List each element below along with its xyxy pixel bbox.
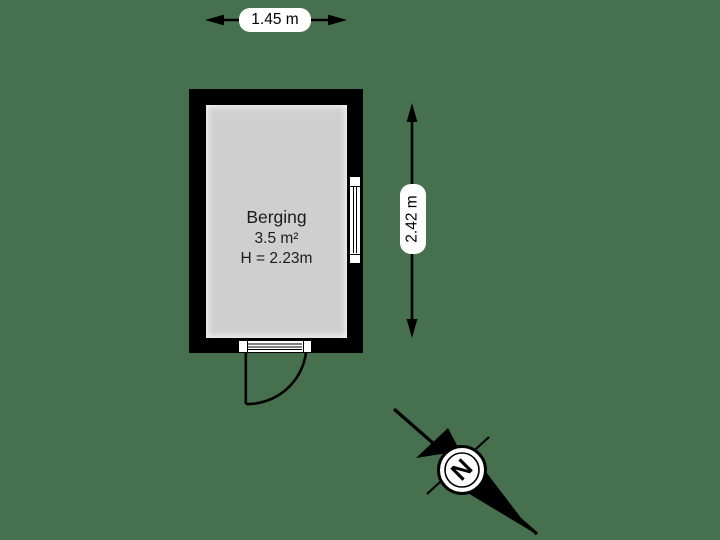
width-dimension-text: 1.45 m bbox=[251, 11, 299, 28]
depth-dimension-text: 2.42 m bbox=[404, 195, 422, 243]
room-name-label: Berging bbox=[246, 207, 307, 227]
compass-north-icon bbox=[392, 407, 539, 536]
room-area-label: 3.5 m² bbox=[254, 230, 299, 247]
door-panel-stripes bbox=[247, 341, 303, 351]
door-icon bbox=[238, 340, 312, 353]
window-jamb-bottom bbox=[350, 253, 360, 264]
room-floor bbox=[206, 105, 347, 338]
width-dimension-label: 1.45 m bbox=[239, 8, 311, 32]
door-swing-arc bbox=[244, 352, 308, 406]
door-jamb-right bbox=[302, 341, 311, 352]
window-glazing bbox=[352, 186, 358, 254]
room-ceiling-height-label: H = 2.23m bbox=[240, 250, 313, 267]
room-label-group: Berging 3.5 m² H = 2.23m bbox=[206, 206, 347, 269]
window-jamb-top bbox=[350, 177, 360, 187]
window-icon bbox=[349, 176, 361, 264]
door-jamb-left bbox=[239, 341, 248, 352]
depth-dimension-label: 2.42 m bbox=[400, 184, 426, 254]
